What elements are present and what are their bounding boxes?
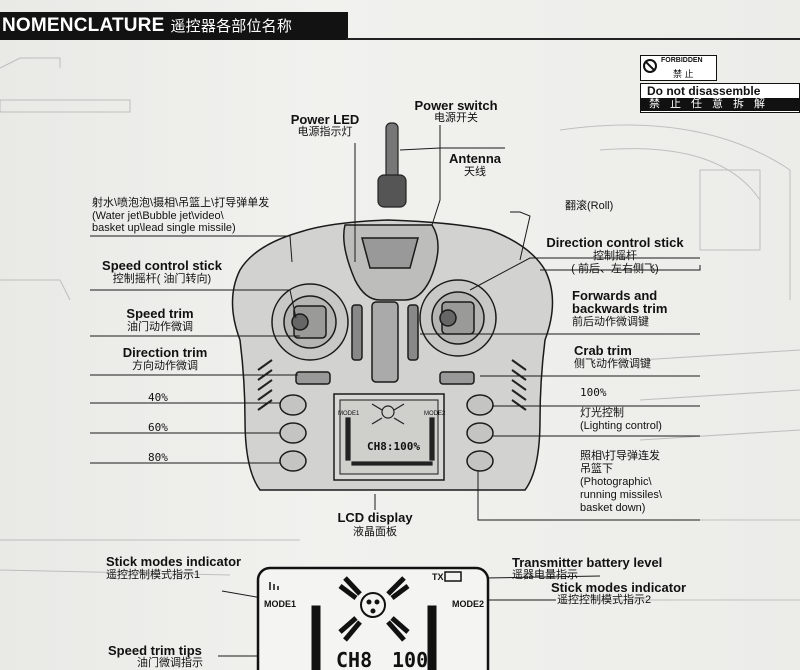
antenna-label: Antenna	[449, 151, 501, 166]
battery-level-label: Transmitter battery level	[512, 555, 663, 570]
photo-label-zh1: 照相\打导弹连发	[580, 450, 661, 462]
photo-label-en3: basket down)	[580, 502, 646, 514]
power-led-label: Power LED	[290, 112, 360, 127]
small-lcd-mode2: MODE2	[424, 411, 446, 417]
header-rule	[346, 38, 800, 40]
power-led-label-zh: 电源指示灯	[297, 126, 353, 138]
speed-trim-tips-label-zh: 油门微调指示	[137, 657, 203, 669]
small-lcd-channel: CH8	[367, 440, 387, 453]
section-title: NOMENCLATURE	[2, 15, 165, 36]
lcd-mode2: MODE2	[452, 599, 485, 609]
small-lcd-mode1: MODE1	[338, 411, 360, 417]
forwards-trim-label2: backwards trim	[572, 301, 668, 316]
photo-label-en1: (Photographic\	[580, 476, 652, 488]
stick-modes-label: Stick modes indicator	[106, 554, 242, 569]
lighting-label: (Lighting control)	[580, 420, 662, 432]
prohibited-icon	[643, 59, 657, 73]
stick-modes2-label: Stick modes indicator	[551, 580, 687, 595]
photo-label-zh2: 吊篮下	[580, 463, 613, 475]
disassemble-warning: Do not disassemble 禁止任意拆解	[640, 83, 800, 113]
direction-trim-label: Direction trim	[122, 345, 208, 360]
speed-trim-label-zh: 油门动作微调	[127, 321, 193, 333]
stick-modes2-label-zh: 遥控控制模式指示2	[557, 594, 652, 606]
roll-label: 翻滚(Roll)	[565, 200, 614, 212]
lighting-label-zh: 灯光控制	[580, 407, 624, 419]
percent-80-label: 80%	[148, 451, 168, 464]
lcd-mini-graphics	[345, 403, 435, 466]
section-title-zh: 遥控器各部位名称	[170, 18, 293, 35]
percent-60-label: 60%	[148, 421, 168, 434]
forwards-trim-label-zh: 前后动作微调键	[572, 316, 649, 328]
forwards-trim-label1: Forwards and	[572, 288, 658, 303]
forbidden-label-zh: 禁 止	[673, 69, 694, 79]
lcd-channel: CH8	[336, 648, 373, 670]
small-lcd-percent: 100%	[393, 440, 421, 453]
multi-function-label-zh: 射水\喷泡泡\摄相\吊篮上\打导弹单发	[92, 197, 270, 209]
lcd-tx: TX	[432, 572, 444, 582]
crab-trim-label: Crab trim	[574, 343, 632, 358]
small-lcd-readout: CH8:100%	[367, 440, 420, 453]
section-banner: NOMENCLATURE 遥控器各部位名称	[0, 12, 348, 40]
controller-body	[231, 219, 554, 491]
lcd-detail	[256, 566, 490, 670]
battery-level-label-zh: 遥器电量指示	[512, 569, 578, 581]
antenna	[377, 122, 407, 208]
speed-trim-label: Speed trim	[126, 306, 194, 321]
forbidden-label: FORBIDDEN	[661, 57, 703, 64]
speed-stick-label-zh: 控制摇杆( 油门转向)	[112, 273, 212, 285]
crab-trim-label-zh: 侧飞动作微调键	[574, 358, 651, 370]
power-switch-label-zh: 电源开关	[434, 112, 478, 124]
stick-modes-label-zh: 遥控控制模式指示1	[106, 569, 201, 581]
direction-stick-label: Direction control stick	[546, 235, 684, 250]
antenna-label-zh: 天线	[464, 166, 486, 178]
forbidden-sign: FORBIDDEN 禁 止	[640, 55, 717, 81]
direction-trim-label-zh: 方向动作微调	[132, 360, 198, 372]
leader-lines	[90, 125, 701, 657]
multi-function-label-en1: (Water jet\Bubble jet\video\	[92, 210, 224, 222]
speed-stick-label: Speed control stick	[102, 258, 222, 273]
direction-stick-label-zh2: ( 前后、左右侧飞)	[571, 263, 659, 275]
warning-zh: 禁止任意拆解	[641, 98, 799, 111]
power-switch-label: Power switch	[414, 98, 498, 113]
warning-en: Do not disassemble	[647, 84, 761, 98]
lcd-display-label-zh: 液晶面板	[353, 526, 397, 538]
percent-100-label: 100%	[580, 386, 607, 399]
direction-stick-label-zh1: 控制摇杆	[593, 250, 637, 262]
lcd-percent: 100	[392, 648, 429, 670]
lcd-display-label: LCD display	[337, 510, 413, 525]
lcd-mode1: MODE1	[264, 599, 297, 609]
photo-label-en2: running missiles\	[580, 489, 662, 501]
speed-trim-tips-label: Speed trim tips	[108, 643, 202, 658]
percent-40-label: 40%	[148, 391, 168, 404]
multi-function-label-en2: basket up\lead single missile)	[92, 222, 236, 234]
